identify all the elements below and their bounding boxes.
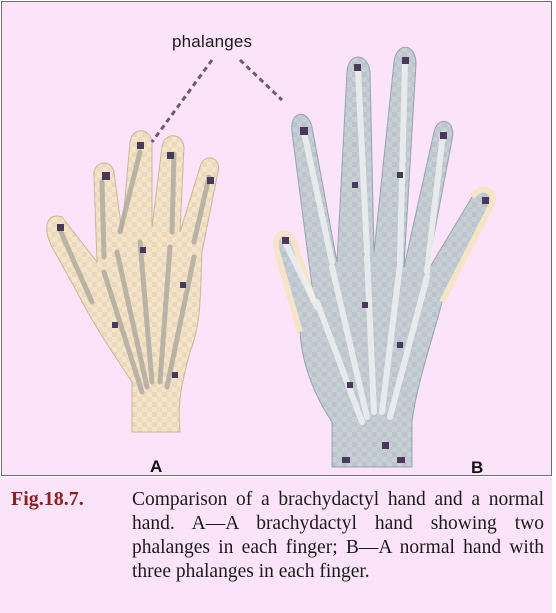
figure-number: Fig.18.7. [11,488,84,511]
figure-caption: Fig.18.7. Comparison of a brachydactyl h… [0,477,552,613]
phalanges-pointer-lines [152,60,282,142]
phalanges-label: phalanges [172,32,252,52]
hand-b [276,47,493,467]
hand-a-label: A [150,457,162,476]
hand-a [47,131,219,432]
caption-text: Comparison of a brachydactyl hand and a … [132,488,544,584]
hand-b-label: B [471,458,483,476]
hands-illustration [2,2,552,476]
figure-panel: phalanges A B [1,1,552,476]
